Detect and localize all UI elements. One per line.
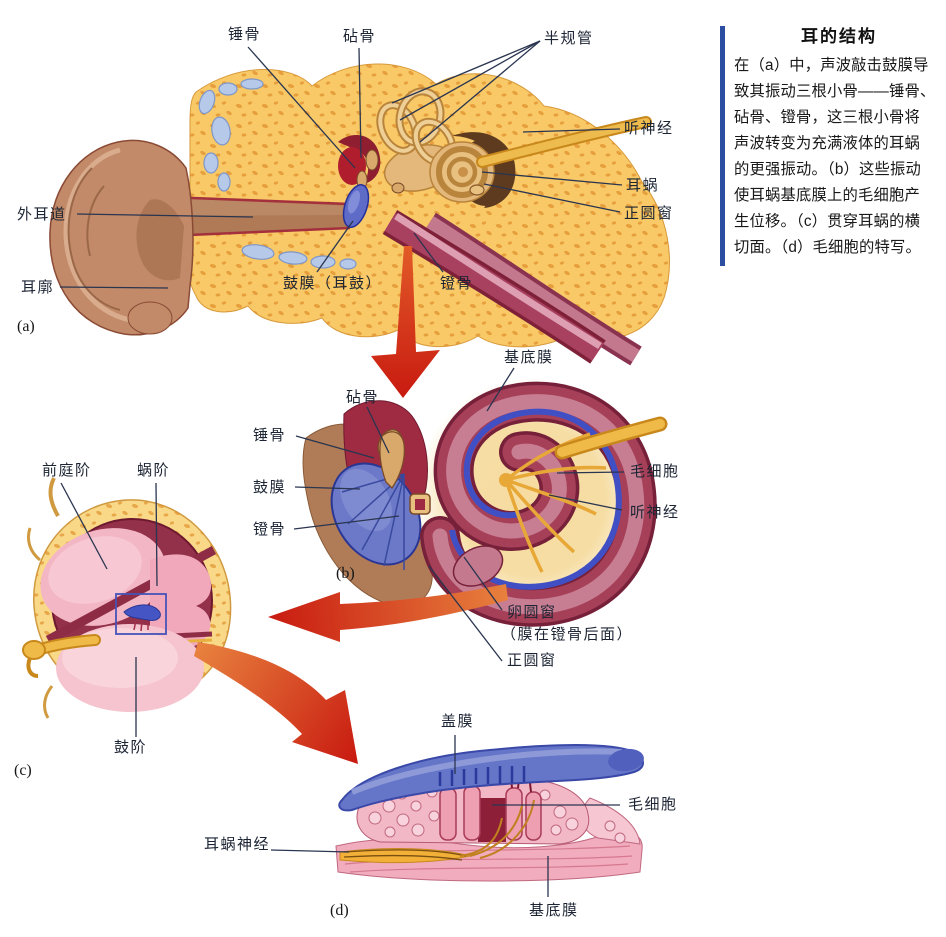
label-a-malleus: 锤骨 [228, 26, 262, 43]
caption-line: 致其振动三根小骨——锤骨、 [734, 83, 936, 100]
panel-a-drawing [49, 63, 670, 398]
label-d-cochlear-nerve: 耳蜗神经 [204, 836, 271, 853]
label-a-eardrum: 鼓膜（耳鼓） [283, 275, 383, 292]
caption-line: 砧骨、镫骨，这三根小骨将 [734, 109, 920, 126]
label-a-stapes: 镫骨 [440, 275, 474, 292]
panel-c-drawing [22, 477, 358, 764]
panel-tag-b: (b) [336, 565, 355, 582]
caption-line: 声波转变为充满液体的耳蜗 [734, 135, 920, 152]
label-d-hair-cells: 毛细胞 [628, 796, 678, 813]
label-d-tectorial-membrane: 盖膜 [441, 713, 475, 730]
caption-title: 耳的结构 [801, 27, 877, 46]
label-b-eardrum: 鼓膜 [253, 479, 287, 496]
label-c-cochlear-duct: 蜗阶 [137, 462, 171, 479]
label-a-pinna: 耳廓 [21, 279, 55, 296]
caption-sidebar: 耳的结构 在（a）中，声波敲击鼓膜导 致其振动三根小骨——锤骨、 砧骨、镫骨，这… [712, 20, 946, 266]
label-d-basilar-membrane: 基底膜 [529, 902, 579, 919]
label-b-oval-window: 卵圆窗 [507, 604, 557, 621]
label-a-round-window: 正圆窗 [624, 205, 674, 222]
label-b-incus: 砧骨 [346, 389, 380, 406]
label-b-basilar-membrane: 基底膜 [504, 349, 554, 366]
label-b-round-window: 正圆窗 [507, 652, 557, 669]
panel-tag-a: (a) [17, 318, 35, 335]
label-a-cochlea: 耳蜗 [626, 177, 660, 194]
label-b-oval-window-note: （膜在镫骨后面） [501, 626, 634, 643]
caption-line: 生位移。（c）贯穿耳蜗的横 [734, 213, 921, 230]
caption-accent-bar [720, 26, 725, 266]
label-a-ear-canal: 外耳道 [17, 206, 67, 223]
caption-body: 在（a）中，声波敲击鼓膜导 致其振动三根小骨——锤骨、 砧骨、镫骨，这三根小骨将… [712, 53, 946, 261]
panel-d-drawing [335, 744, 644, 882]
panel-tag-d: (d) [330, 902, 349, 919]
panel-b-drawing [268, 378, 668, 642]
caption-line: 使耳蜗基底膜上的毛细胞产 [734, 187, 920, 204]
label-b-stapes: 镫骨 [253, 521, 287, 538]
label-a-semicircular-canals: 半规管 [544, 30, 594, 47]
label-b-hair-cells: 毛细胞 [630, 463, 680, 480]
caption-line: 在（a）中，声波敲击鼓膜导 [734, 57, 929, 74]
label-a-incus: 砧骨 [343, 28, 377, 45]
panel-tag-c: (c) [14, 762, 32, 779]
label-b-malleus: 锤骨 [253, 427, 287, 444]
caption-line: 的更强振动。（b）这些振动 [734, 161, 922, 178]
label-c-tympanic-canal: 鼓阶 [114, 739, 148, 756]
leader-lines [59, 40, 625, 897]
caption-line: 切面。（d）毛细胞的特写。 [734, 239, 922, 256]
label-a-auditory-nerve: 听神经 [624, 120, 674, 137]
label-c-vestibular-canal: 前庭阶 [42, 462, 92, 479]
label-b-auditory-nerve: 听神经 [630, 504, 680, 521]
